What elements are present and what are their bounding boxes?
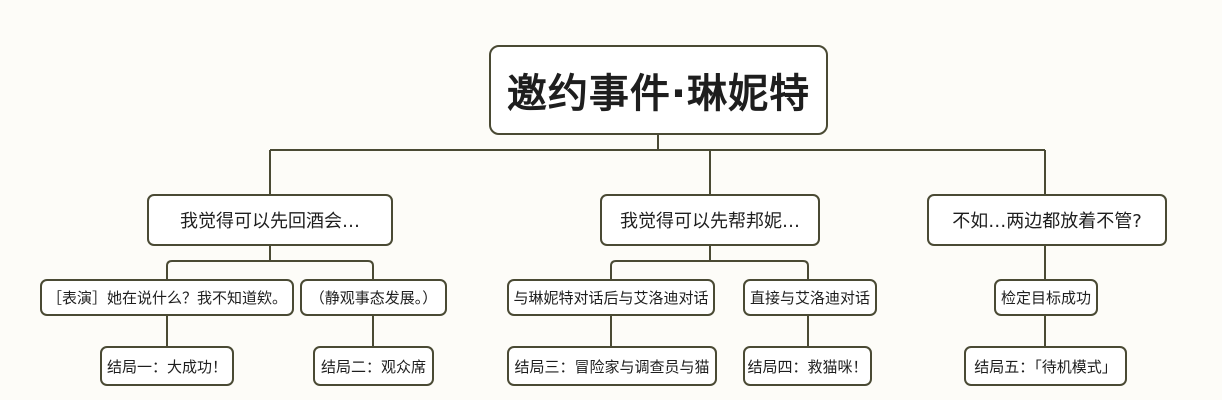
ending-node-4: 结局四：救猫咪！ (743, 346, 872, 386)
connector-choice-1 (166, 246, 374, 279)
choice-node-2: 我觉得可以先帮邦妮… (600, 194, 820, 246)
branch-node-1: ［表演］她在说什么？我不知道欸。 (40, 279, 294, 316)
branch-node-4: 直接与艾洛迪对话 (743, 279, 877, 316)
ending-node-2: 结局二：观众席 (313, 346, 434, 386)
connector-choice-2 (610, 246, 809, 279)
ending-node-5: 结局五：「待机模式」 (964, 346, 1127, 386)
root-node: 邀约事件·琳妮特 (489, 45, 828, 135)
branch-node-2: （静观事态发展。） (300, 279, 447, 316)
ending-node-3: 结局三：冒险家与调查员与猫 (507, 346, 717, 386)
branch-node-3: 与琳妮特对话后与艾洛迪对话 (507, 279, 715, 316)
connector-root-to-choices (269, 135, 1046, 194)
choice-node-1: 我觉得可以先回酒会… (147, 194, 393, 246)
connector-branches-to-endings (166, 316, 1046, 346)
choice-node-3: 不如…两边都放着不管? (927, 194, 1167, 246)
branch-node-5: 检定目标成功 (994, 279, 1098, 316)
ending-node-1: 结局一：大成功！ (100, 346, 234, 386)
